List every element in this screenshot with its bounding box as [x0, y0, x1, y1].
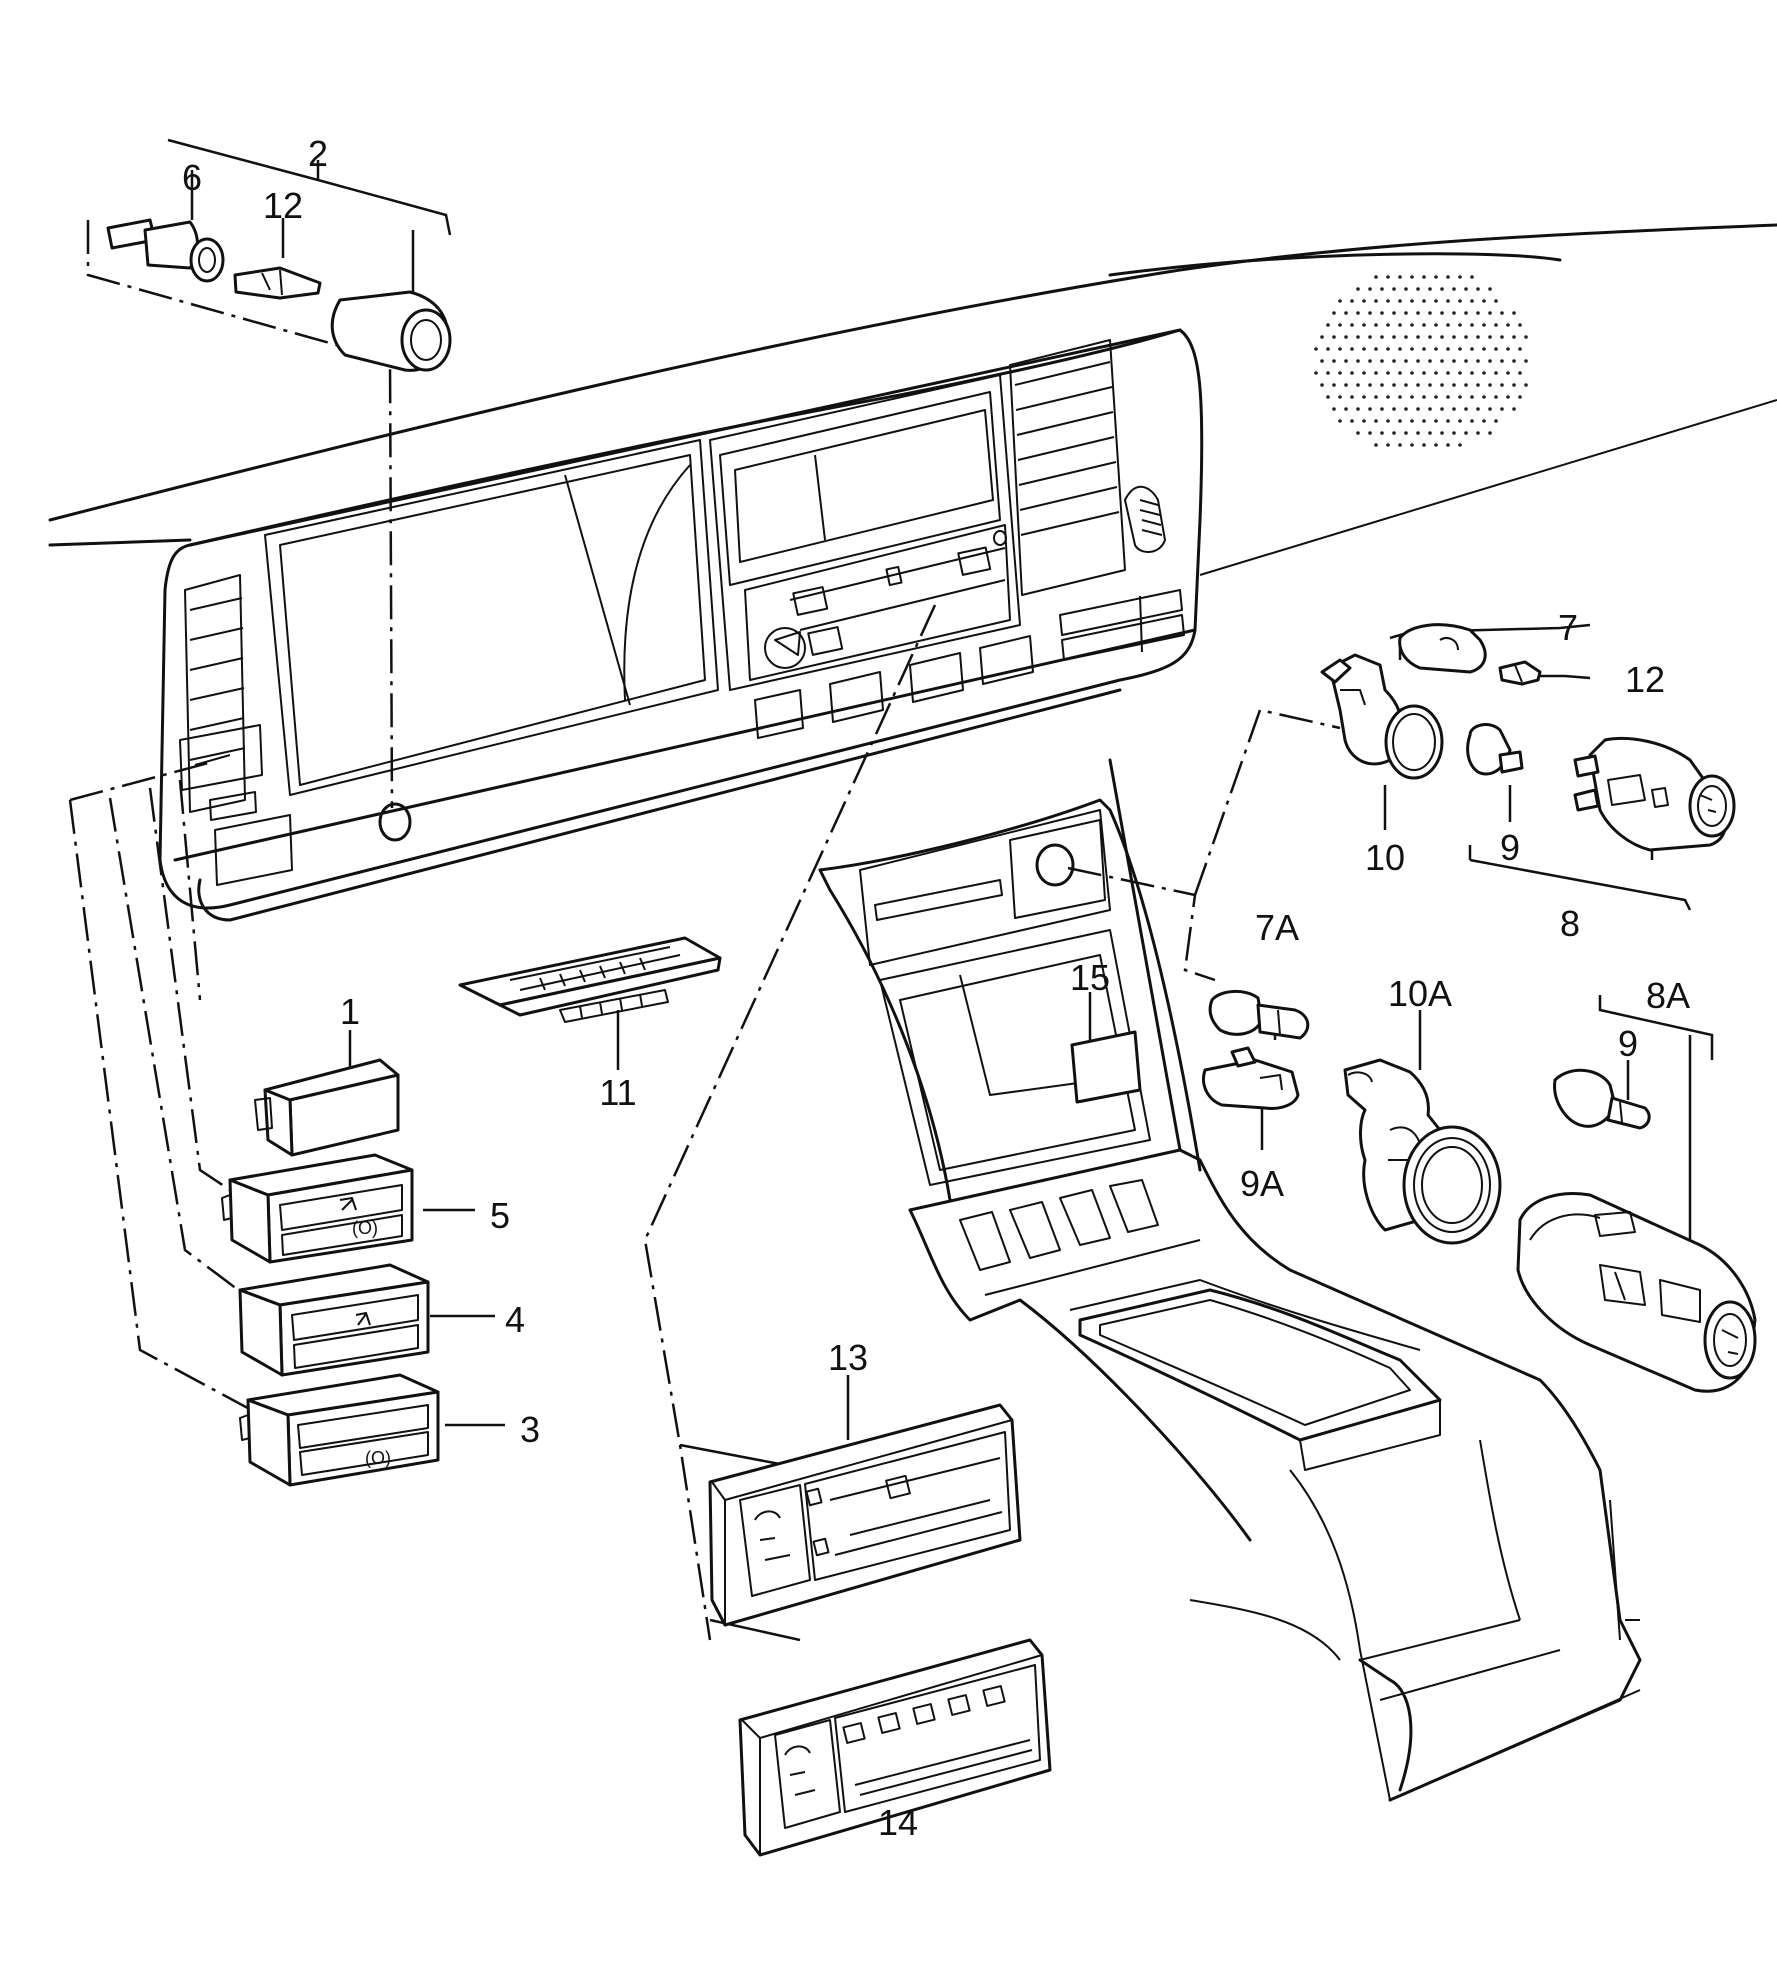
callout-6: 6 [182, 157, 202, 198]
callout-14: 14 [878, 1802, 918, 1843]
part-15-cover-plate [1070, 1030, 1142, 1104]
right-air-vent [1009, 339, 1185, 661]
part-7-bulb-socket [1398, 623, 1487, 674]
callout-8: 8 [1560, 903, 1580, 944]
callout-3: 3 [520, 1409, 540, 1450]
callout-10a: 10A [1388, 973, 1452, 1014]
callout-5: 5 [490, 1195, 510, 1236]
part-9-lighter-knob [1466, 723, 1524, 776]
callout-12-top-left: 12 [263, 185, 303, 226]
callout-12-top-right: 12 [1625, 659, 1665, 700]
instrument-cluster-window [264, 439, 719, 842]
part-8-cigarette-lighter [1573, 736, 1736, 852]
callout-leader-lines [68, 138, 1714, 1800]
callout-9-top: 9 [1500, 827, 1520, 868]
callout-7a: 7A [1255, 907, 1299, 948]
part-9a-connector [1202, 1046, 1300, 1110]
part-7a-bulb-holder [1208, 990, 1310, 1040]
callout-15: 15 [1070, 957, 1110, 998]
part-10a-lighter-housing [1343, 1058, 1502, 1245]
part-2-lamp-housing [330, 290, 452, 372]
part-9-lighter-knob-lower [1553, 1068, 1651, 1130]
callout-9-bottom: 9 [1618, 1023, 1638, 1064]
callout-11: 11 [599, 1072, 636, 1113]
centre-console-upper [709, 374, 1034, 739]
centre-console-lower [818, 758, 1642, 1802]
part-11-switch-strip [458, 936, 722, 1023]
switch-5-symbol: (O) [352, 1218, 378, 1238]
part-12-bulb-upper [1498, 660, 1542, 686]
callout-labels: 2 6 12 1 5 4 3 11 13 14 15 7 12 10 9 8 7… [182, 133, 1690, 1843]
dashboard-top-outline [48, 223, 1777, 576]
callout-13: 13 [828, 1337, 868, 1378]
switch-3-symbol: (O) [365, 1448, 391, 1468]
callout-1: 1 [340, 991, 360, 1032]
part-14-climate-control-panel [738, 1638, 1052, 1857]
part-10-lighter-housing [1320, 653, 1444, 780]
speaker-grille [1314, 275, 1528, 447]
callout-2: 2 [308, 133, 328, 174]
callout-8a: 8A [1646, 975, 1690, 1016]
part-1-blank-cover [254, 1058, 400, 1157]
part-12-bulb [233, 266, 322, 300]
left-air-vent [179, 574, 293, 886]
part-4-switch [238, 1263, 430, 1377]
part-13-climate-control-panel [708, 1403, 1022, 1627]
callout-9a: 9A [1240, 1163, 1284, 1204]
part-8a-cigarette-lighter [1516, 1192, 1757, 1393]
part-3-switch: (O) [239, 1373, 440, 1487]
callout-4: 4 [505, 1299, 525, 1340]
part-5-switch: (O) [221, 1153, 414, 1264]
part-6-bulb-holder [106, 218, 225, 283]
callout-7: 7 [1558, 607, 1578, 648]
instrument-panel-housing [158, 328, 1204, 922]
callout-10: 10 [1365, 837, 1405, 878]
